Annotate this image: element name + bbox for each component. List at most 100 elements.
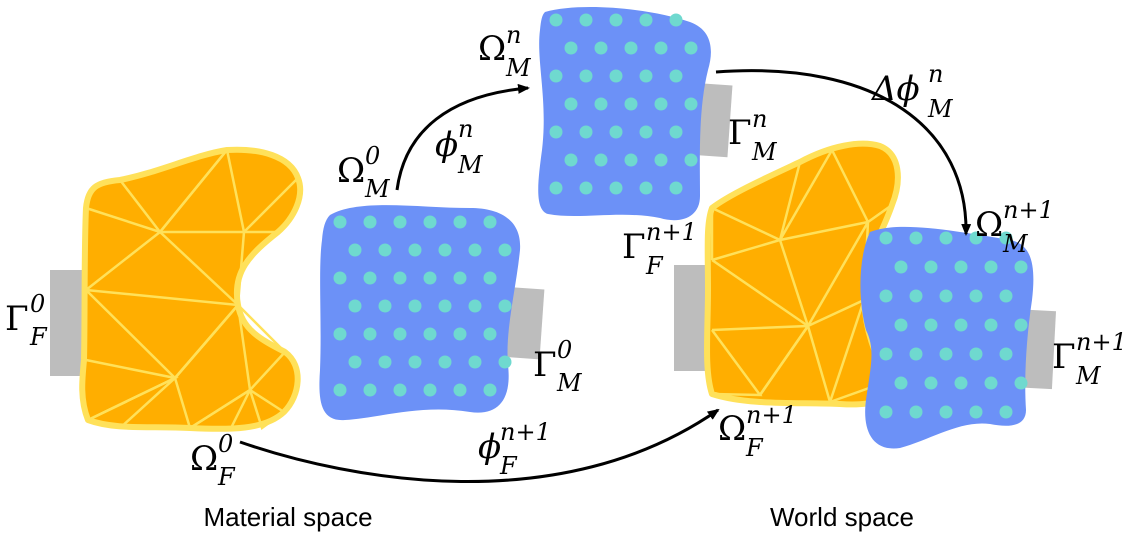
particle-dot: [453, 327, 467, 341]
svg-text:Ω: Ω: [190, 439, 218, 479]
label-omega-f0: Ω 0 F: [190, 430, 236, 491]
particle-dot: [423, 215, 437, 229]
particle-dot: [669, 181, 683, 195]
particle-dot: [423, 271, 437, 285]
particle-dot: [438, 299, 452, 313]
particle-dot: [609, 125, 623, 139]
particle-dot: [939, 405, 953, 419]
svg-text:Γ: Γ: [5, 299, 29, 339]
particle-dot: [348, 355, 362, 369]
svg-text:M: M: [556, 369, 583, 397]
svg-text:n: n: [506, 21, 521, 49]
svg-text:M: M: [457, 151, 484, 179]
svg-text:ϕ: ϕ: [435, 125, 458, 165]
svg-text:n+1: n+1: [1003, 196, 1054, 224]
label-omega-mn: Ω n M: [478, 21, 532, 82]
svg-text:F: F: [745, 434, 764, 462]
particle-dot: [453, 215, 467, 229]
particle-dot: [969, 405, 983, 419]
particle-dot: [363, 383, 377, 397]
svg-text:0: 0: [218, 430, 233, 458]
particle-dot: [939, 347, 953, 361]
svg-text:0: 0: [557, 336, 572, 364]
particle-dot: [909, 347, 923, 361]
particle-dot: [984, 318, 998, 332]
arrow-dphi-mn: [715, 69, 972, 236]
particle-dot: [363, 271, 377, 285]
particle-dot: [348, 299, 362, 313]
svg-text:n: n: [928, 60, 943, 88]
svg-text:n: n: [752, 105, 767, 133]
particle-dot: [609, 181, 623, 195]
svg-text:Γ: Γ: [728, 113, 752, 153]
particle-dot: [894, 318, 908, 332]
label-omega-m0: Ω 0 M: [337, 142, 391, 203]
solid-domain-n: [538, 7, 711, 221]
particle-dot: [1014, 376, 1028, 390]
particle-dot: [393, 383, 407, 397]
svg-text:M: M: [1002, 230, 1029, 258]
arrow-phi-fn1: [239, 408, 720, 484]
svg-text:n+1: n+1: [646, 218, 697, 246]
particle-dot: [1014, 260, 1028, 274]
caption-material-space: Material space: [203, 502, 372, 532]
svg-text:n+1: n+1: [500, 418, 551, 446]
svg-text:Ω: Ω: [478, 29, 506, 69]
svg-text:n: n: [458, 115, 473, 143]
particle-dot: [333, 271, 347, 285]
particle-dot: [549, 13, 563, 27]
label-gamma-mn1: Γ n+1 M: [1052, 328, 1127, 390]
label-omega-fn1: Ω n+1 F: [718, 401, 797, 462]
particle-dot: [654, 153, 668, 167]
label-gamma-mn: Γ n M: [728, 105, 778, 166]
particle-dot: [564, 97, 578, 111]
fluid-domain-n1: [704, 140, 901, 408]
particle-dot: [639, 13, 653, 27]
particle-dot: [393, 215, 407, 229]
label-omega-mn1: Ω n+1 M: [975, 196, 1054, 258]
particle-dot: [969, 289, 983, 303]
particle-dot: [954, 260, 968, 274]
particle-dot: [423, 383, 437, 397]
svg-text:Γ: Γ: [533, 345, 557, 385]
particle-dot: [483, 327, 497, 341]
svg-text:F: F: [645, 252, 664, 280]
particle-dot: [1014, 318, 1028, 332]
label-gamma-fn1: Γ n+1 F: [622, 218, 697, 280]
particle-dot: [363, 327, 377, 341]
particle-dot: [624, 97, 638, 111]
particle-dot: [879, 231, 893, 245]
particle-dot: [894, 376, 908, 390]
particle-dot: [564, 41, 578, 55]
svg-text:Ω: Ω: [718, 409, 746, 449]
particle-dot: [549, 125, 563, 139]
particle-dot: [408, 243, 422, 257]
particle-dot: [909, 405, 923, 419]
particle-dot: [468, 243, 482, 257]
particle-dot: [999, 347, 1013, 361]
particle-dot: [654, 97, 668, 111]
particle-dot: [594, 153, 608, 167]
particle-dot: [594, 41, 608, 55]
particle-dot: [969, 347, 983, 361]
particle-dot: [684, 41, 698, 55]
particle-dot: [999, 405, 1013, 419]
particle-dot: [924, 318, 938, 332]
svg-text:0: 0: [30, 290, 45, 318]
particle-dots-icon: [549, 13, 698, 195]
particle-dot: [579, 181, 593, 195]
particle-dot: [984, 376, 998, 390]
svg-text:n+1: n+1: [1076, 328, 1127, 356]
svg-text:M: M: [505, 54, 532, 82]
particle-dot: [438, 355, 452, 369]
svg-text:n+1: n+1: [746, 401, 797, 429]
svg-text:F: F: [499, 452, 518, 480]
particle-dot: [624, 153, 638, 167]
particle-dot: [909, 289, 923, 303]
particle-dot: [453, 383, 467, 397]
particle-dot: [879, 405, 893, 419]
particle-dot: [954, 318, 968, 332]
particle-dot: [984, 260, 998, 274]
svg-text:Ω: Ω: [337, 151, 365, 191]
svg-text:M: M: [364, 175, 391, 203]
